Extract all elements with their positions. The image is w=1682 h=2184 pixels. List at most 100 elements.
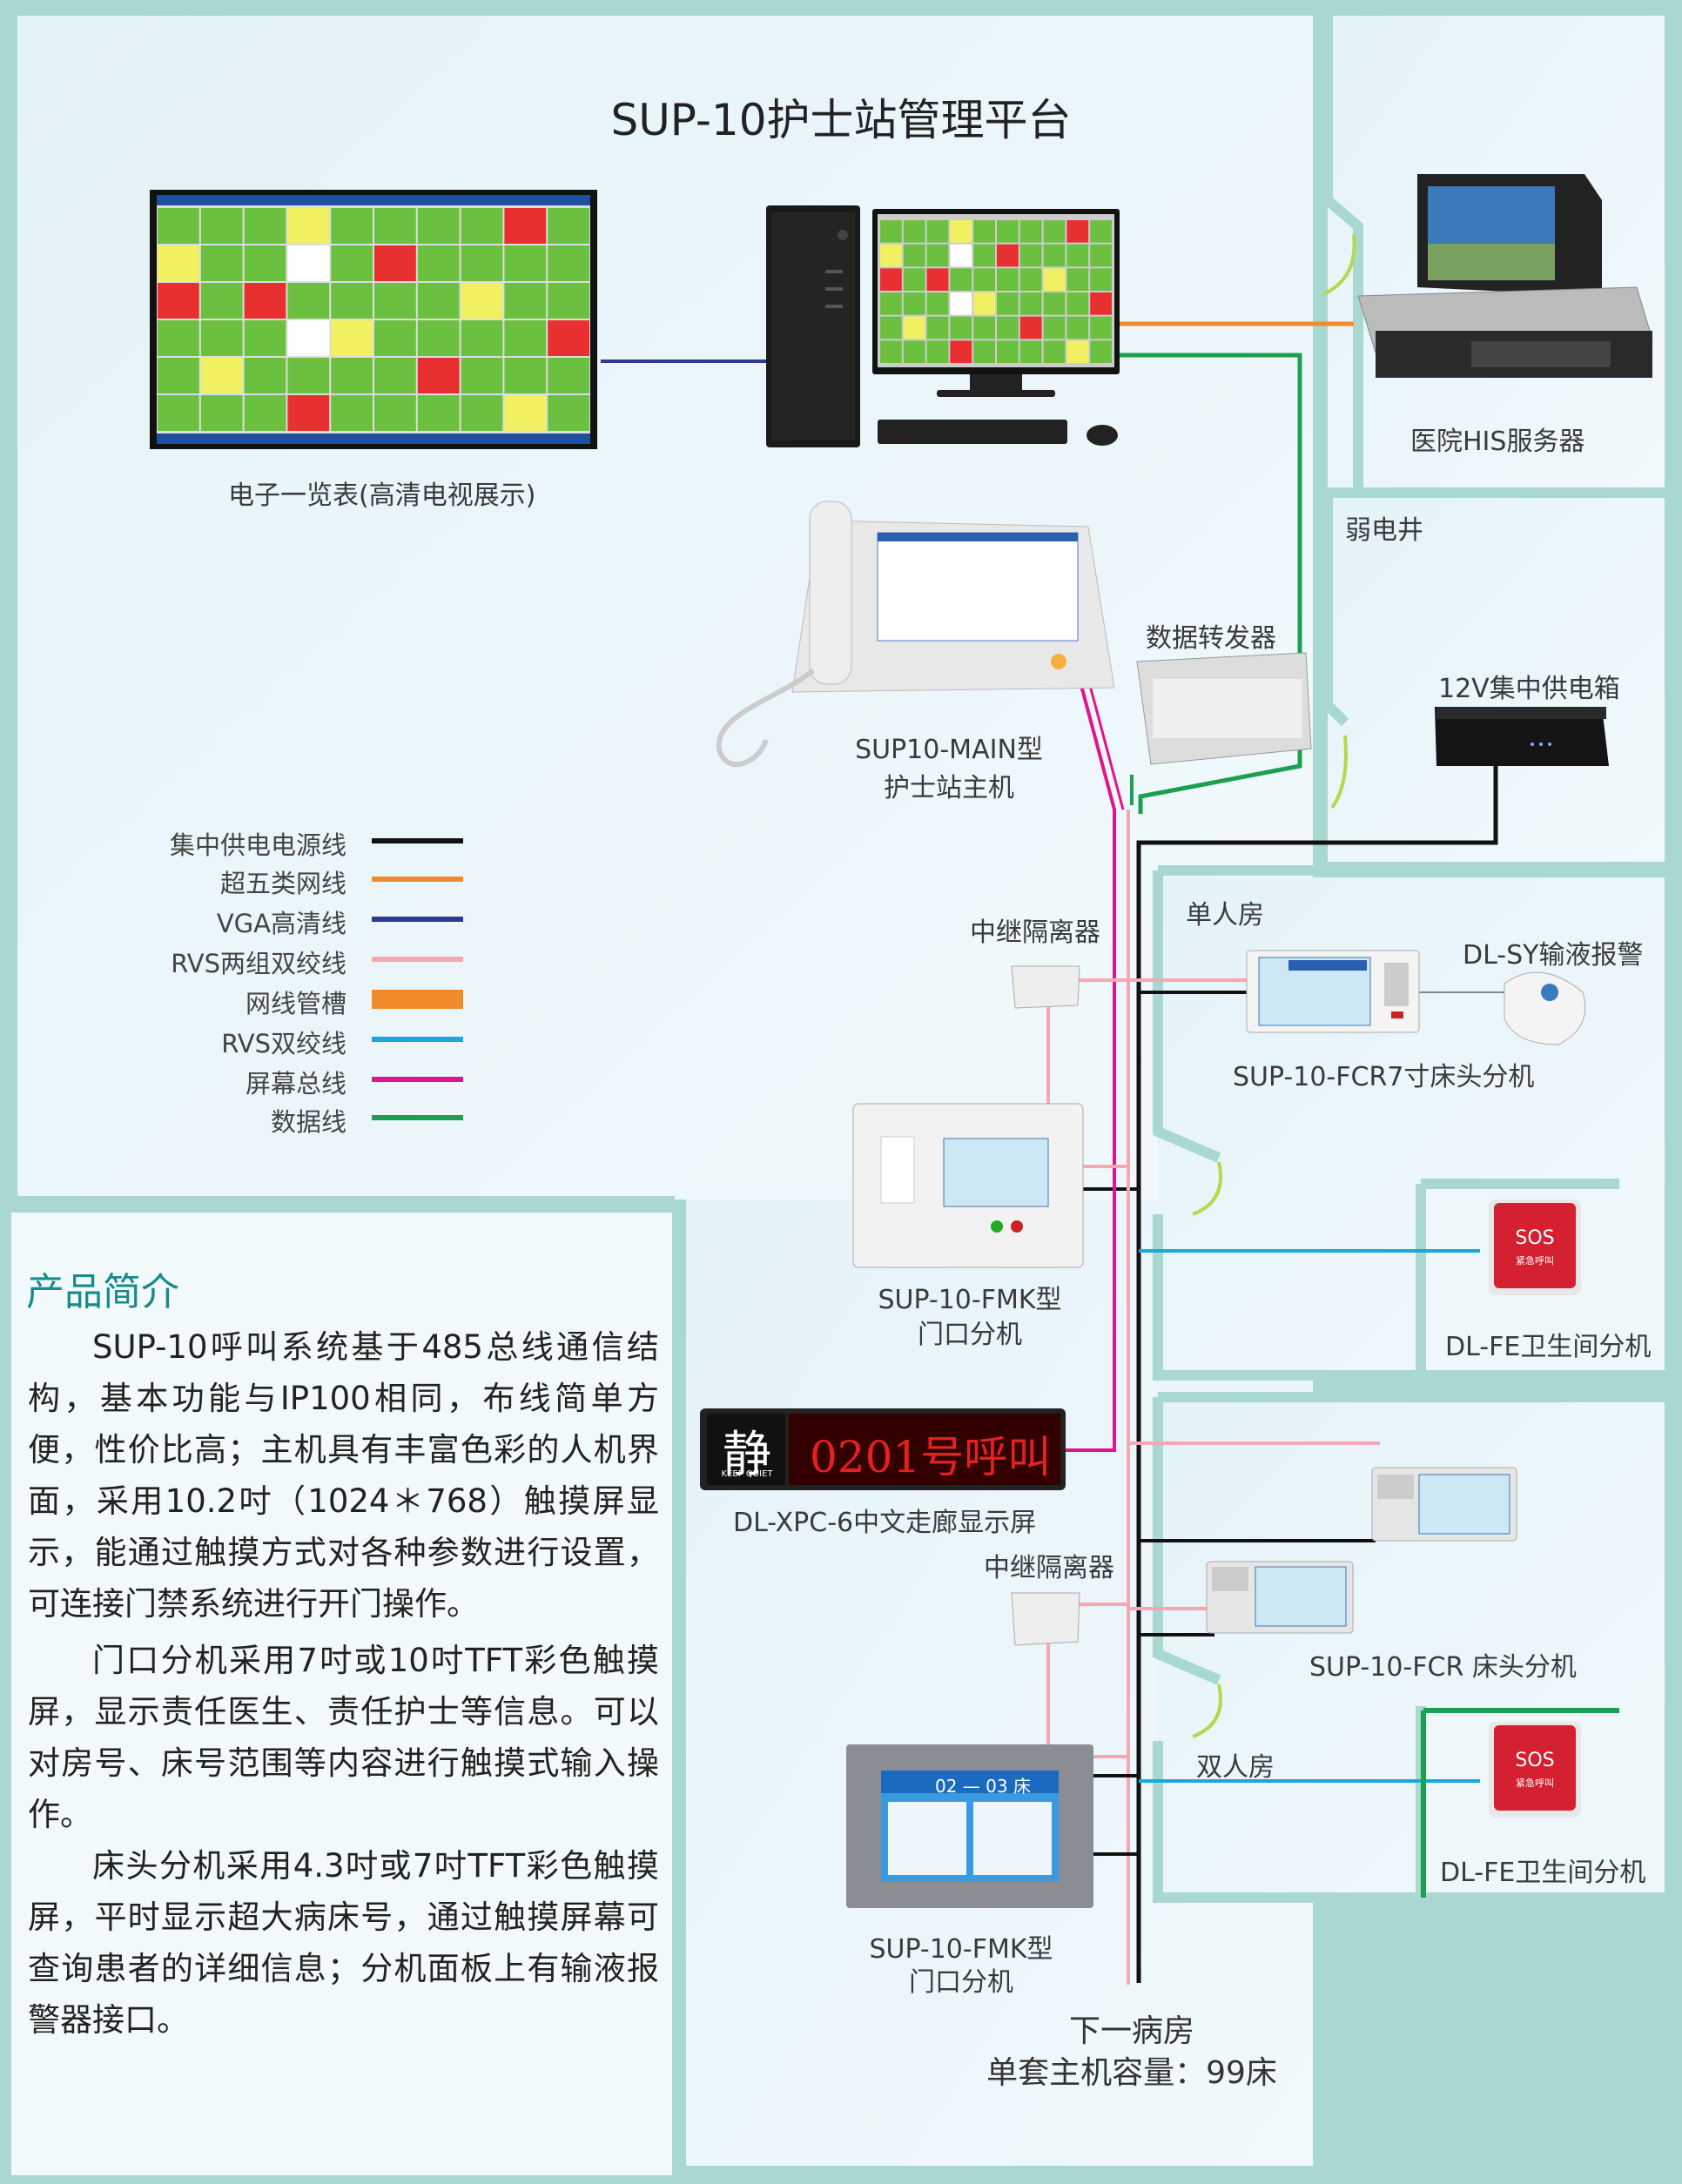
fmk-terminal-1 <box>852 1103 1084 1268</box>
relay-2-label: 中继隔离器 <box>984 1553 1114 1583</box>
sy-alarm <box>1504 971 1586 1045</box>
screen-bus-2 <box>1087 678 1125 810</box>
bed-cell <box>548 208 589 244</box>
bed-cell <box>158 208 199 244</box>
xpc-display-text: 0201号呼叫 <box>810 1432 1052 1482</box>
bed-cell <box>997 340 1019 363</box>
bed-cell <box>287 283 330 319</box>
bed-cell <box>903 316 925 339</box>
bed-cell <box>200 283 243 319</box>
bed-cell <box>548 320 589 356</box>
intro-panel <box>6 1207 677 2181</box>
bed-cell <box>158 320 199 356</box>
bed-cell <box>158 358 199 393</box>
bed-cell <box>1066 292 1089 315</box>
bed-cell <box>973 340 995 363</box>
intro-heading: 产品简介 <box>26 1270 179 1314</box>
bed-cell <box>1043 220 1066 243</box>
bed-cell <box>950 340 972 363</box>
bed-cell <box>417 283 460 319</box>
legend-label-4: RVS两组双绞线 <box>171 949 346 978</box>
bed-cell <box>880 244 902 267</box>
bed-cell <box>926 244 949 267</box>
capacity-label: 单套主机容量：99床 <box>986 2055 1277 2091</box>
bed-cell <box>880 220 902 243</box>
bed-cell <box>1090 292 1112 315</box>
fmk-1-label-1: SUP-10-FMK型 <box>878 1285 1062 1315</box>
shaft-label: 弱电井 <box>1345 515 1423 546</box>
legend-lines <box>372 838 463 1120</box>
his-server-label: 医院HIS服务器 <box>1410 427 1585 457</box>
bed-cell <box>903 220 925 243</box>
bed-cell <box>1066 220 1089 243</box>
sy-alarm-label: DL-SY输液报警 <box>1463 940 1644 971</box>
bed-cell <box>158 395 199 431</box>
fmk-2-label-1: SUP-10-FMK型 <box>869 1934 1053 1965</box>
bed-cell <box>287 395 330 431</box>
legend-label-7: 屏幕总线 <box>245 1069 346 1099</box>
sos-1-text: SOS <box>1515 1227 1555 1249</box>
bed-cell <box>1043 340 1066 363</box>
bed-cell <box>244 358 286 393</box>
bed-cell <box>374 320 416 356</box>
bed-cell <box>244 395 286 431</box>
data-line <box>1119 353 1302 814</box>
bed-cell <box>158 283 199 319</box>
bed-cell <box>1090 340 1112 363</box>
bed-cell <box>417 358 460 393</box>
bed-cell <box>926 340 949 363</box>
legend-label-6: RVS双绞线 <box>221 1029 346 1058</box>
legend-label-5: 网线管槽 <box>245 989 346 1018</box>
bed-cell <box>1090 268 1112 291</box>
bed-cell <box>973 292 995 315</box>
bed-cell <box>287 358 330 393</box>
bed-cell <box>973 244 995 267</box>
fcr-label: SUP-10-FCR 床头分机 <box>1309 1652 1577 1683</box>
bed-cell <box>200 245 243 281</box>
bed-cell <box>548 245 589 281</box>
bed-cell <box>880 316 902 339</box>
sos-2-sub: 紧急呼叫 <box>1516 1777 1554 1789</box>
data-line-bath <box>1421 1708 1619 1898</box>
bed-cell <box>926 316 949 339</box>
xpc-icon-sub: KEEP QUIET <box>721 1469 773 1479</box>
bed-cell <box>548 358 589 393</box>
bed-cell <box>200 358 243 393</box>
fe-1-label: DL-FE卫生间分机 <box>1445 1332 1652 1362</box>
screen-bus <box>1062 678 1116 1452</box>
bed-cell <box>244 245 286 281</box>
power-box-label: 12V集中供电箱 <box>1438 674 1620 704</box>
bed-cell <box>331 395 373 431</box>
bed-cell <box>997 220 1019 243</box>
bed-cell <box>1066 340 1089 363</box>
fe-2-label: DL-FE卫生间分机 <box>1440 1858 1646 1888</box>
xpc-icon-char: 静 <box>723 1427 771 1483</box>
main-station <box>716 501 1115 767</box>
bed-cell <box>244 208 286 244</box>
bed-cell <box>504 245 547 281</box>
intro-paragraph-1: SUP-10呼叫系统基于485总线通信结构，基本功能与IP100相同，布线简单方… <box>28 1328 659 1623</box>
his-server <box>1357 174 1653 378</box>
bed-cell <box>548 395 589 431</box>
doors <box>1192 234 1356 1738</box>
bed-cell <box>926 268 949 291</box>
bed-cell <box>903 268 925 291</box>
bed-cell <box>1019 340 1042 363</box>
bed-cell <box>417 395 460 431</box>
bed-cell <box>1043 268 1066 291</box>
bed-cell <box>374 395 416 431</box>
fmk-terminal-2 <box>846 1744 1093 1908</box>
power-box <box>1435 707 1609 766</box>
fcr-terminal-1 <box>1371 1467 1517 1542</box>
bed-cell <box>950 268 972 291</box>
bed-cell <box>504 358 547 393</box>
intro-paragraph-3: 床头分机采用4.3吋或7吋TFT彩色触摸屏，平时显示超大病床号，通过触摸屏幕可查… <box>28 1847 659 2039</box>
sos-2-text: SOS <box>1515 1750 1555 1771</box>
bed-cell <box>461 320 503 356</box>
bed-cell <box>1043 316 1066 339</box>
bed-cell <box>950 220 972 243</box>
bed-cell <box>461 283 503 319</box>
legend-label-2: 超五类网线 <box>219 869 346 898</box>
tv-display <box>150 190 597 449</box>
bed-cell <box>548 283 589 319</box>
